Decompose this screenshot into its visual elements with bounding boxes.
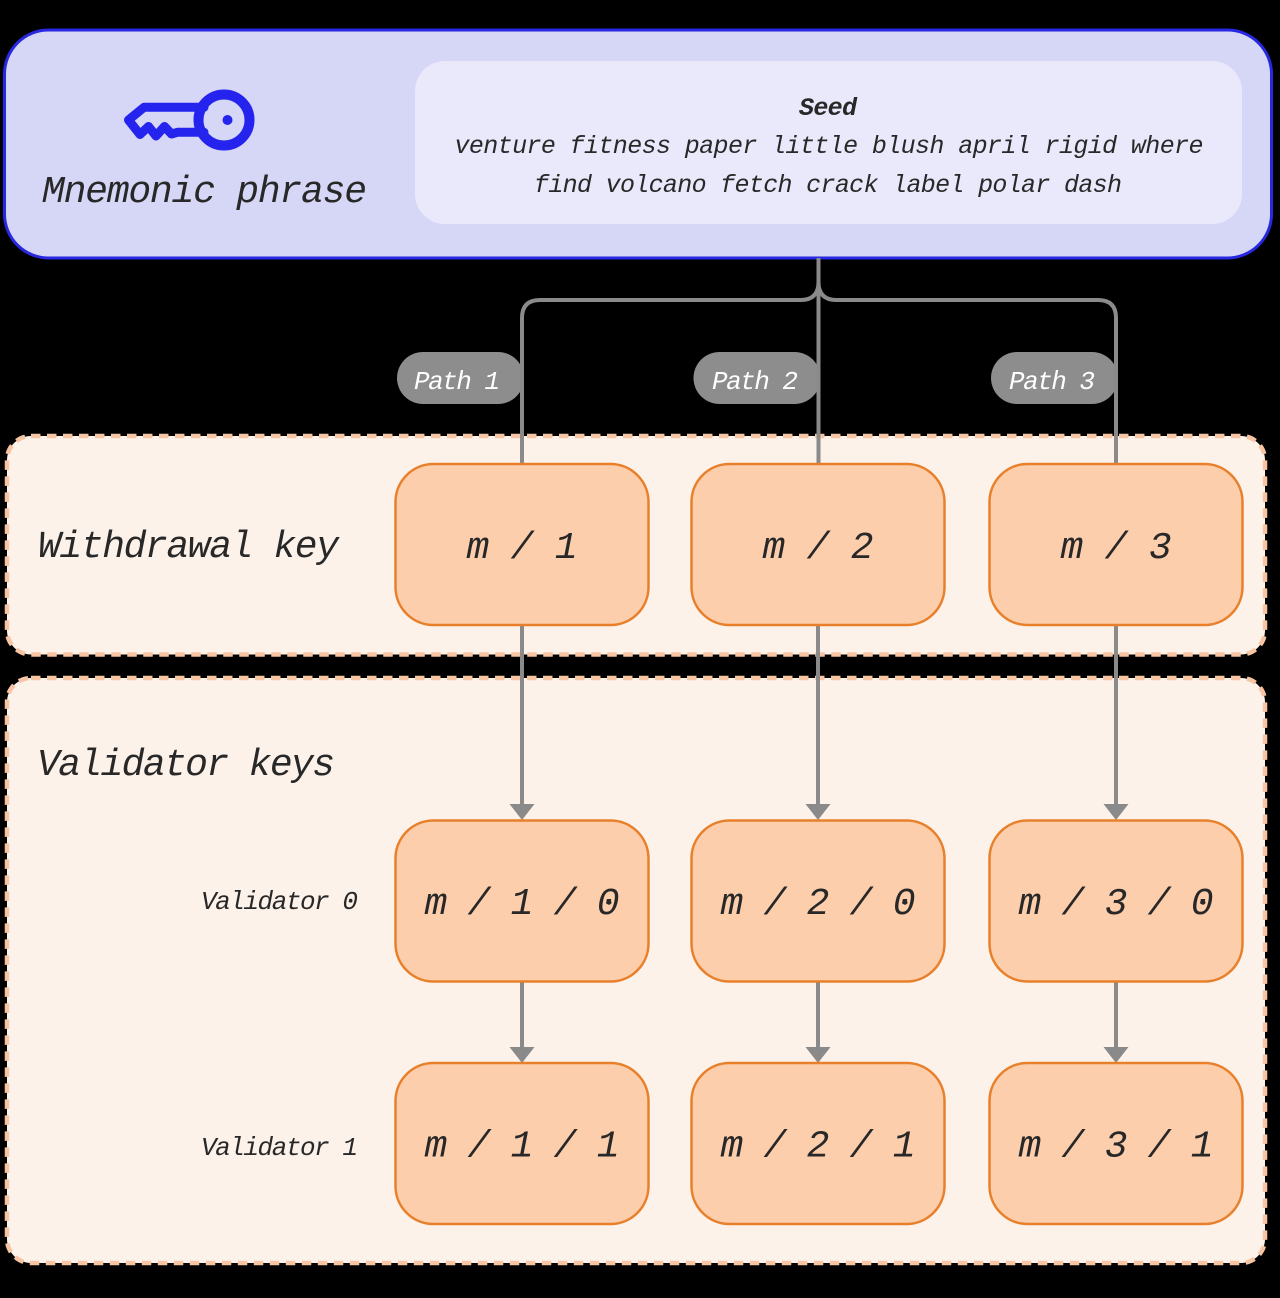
svg-text:m / 2 / 0: m / 2 / 0: [721, 883, 916, 926]
svg-text:m / 3 / 0: m / 3 / 0: [1019, 883, 1214, 926]
svg-text:m / 1 / 0: m / 1 / 0: [425, 883, 620, 926]
svg-text:Path 3: Path 3: [1009, 367, 1095, 397]
svg-text:m / 3: m / 3: [1061, 527, 1172, 570]
svg-text:Validator keys: Validator keys: [37, 744, 335, 787]
svg-text:m / 2: m / 2: [763, 527, 874, 570]
svg-text:Seed: Seed: [799, 94, 858, 123]
svg-text:Path 2: Path 2: [712, 367, 798, 397]
svg-text:Validator 1: Validator 1: [201, 1133, 358, 1163]
svg-text:m / 1 / 1: m / 1 / 1: [425, 1126, 620, 1169]
svg-text:m / 3 / 1: m / 3 / 1: [1019, 1126, 1214, 1169]
svg-text:m / 2 / 1: m / 2 / 1: [721, 1126, 916, 1169]
svg-text:Withdrawal key: Withdrawal key: [38, 526, 340, 569]
svg-text:Path 1: Path 1: [414, 367, 500, 397]
svg-text:Validator 0: Validator 0: [201, 887, 358, 917]
svg-text:venture fitness paper little b: venture fitness paper little blush april…: [455, 132, 1204, 161]
svg-text:Mnemonic phrase: Mnemonic phrase: [42, 171, 367, 214]
svg-text:find volcano fetch crack label: find volcano fetch crack label polar das…: [534, 171, 1122, 200]
svg-text:m / 1: m / 1: [467, 527, 578, 570]
